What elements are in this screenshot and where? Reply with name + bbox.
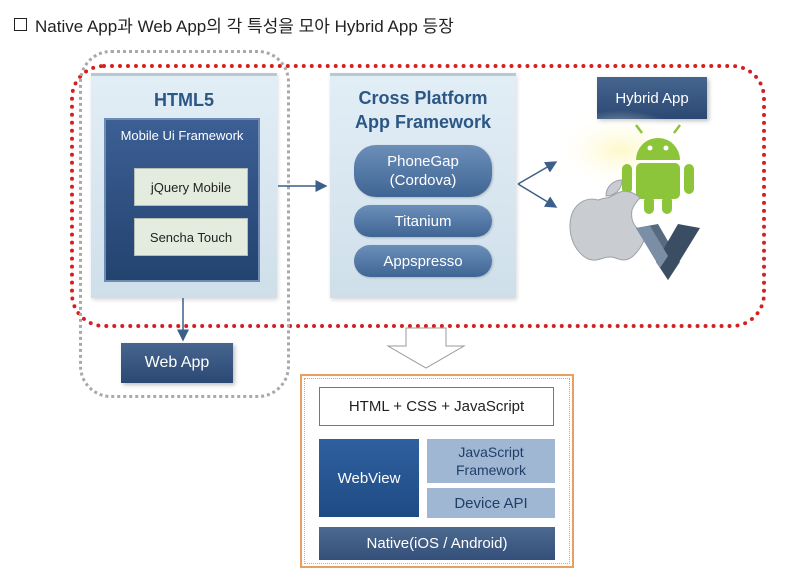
js-framework-label-1: JavaScript bbox=[458, 444, 524, 460]
web-app-label: Web App bbox=[144, 354, 210, 371]
device-api-box: Device API bbox=[427, 488, 555, 518]
js-framework-box: JavaScript Framework bbox=[427, 439, 555, 483]
checkbox-bullet-icon bbox=[14, 18, 27, 31]
html5-region bbox=[79, 50, 290, 398]
heading-text: Native App과 Web App의 각 특성을 모아 Hybrid App… bbox=[35, 17, 454, 36]
mobile-ui-framework-box: Mobile Ui Framework jQuery Mobile Sencha… bbox=[104, 118, 260, 282]
down-arrow-icon bbox=[386, 327, 466, 369]
xamarin-icon bbox=[636, 224, 700, 280]
appspresso-pill: Appspresso bbox=[354, 245, 492, 277]
titanium-pill: Titanium bbox=[354, 205, 492, 237]
native-label: Native(iOS / Android) bbox=[366, 535, 508, 552]
hybrid-app-region bbox=[70, 64, 766, 328]
js-framework-label-2: Framework bbox=[455, 462, 526, 478]
crossplatform-to-ios-arrow bbox=[517, 183, 558, 208]
sencha-touch-label: Sencha Touch bbox=[149, 229, 233, 245]
html-css-js-box: HTML + CSS + JavaScript bbox=[319, 387, 554, 426]
webview-label: WebView bbox=[337, 469, 401, 487]
hybrid-app-label: Hybrid App bbox=[615, 89, 689, 107]
android-icon bbox=[622, 124, 694, 214]
titanium-label: Titanium bbox=[394, 212, 452, 230]
webview-box: WebView bbox=[319, 439, 419, 517]
html5-title: HTML5 bbox=[154, 90, 214, 110]
web-app-box: Web App bbox=[121, 343, 233, 383]
sencha-touch-box: Sencha Touch bbox=[134, 218, 248, 256]
apple-icon bbox=[569, 179, 647, 261]
phonegap-pill: PhoneGap (Cordova) bbox=[354, 145, 492, 197]
cross-platform-title-2: App Framework bbox=[354, 112, 492, 132]
cross-platform-title-1: Cross Platform bbox=[358, 88, 488, 108]
crossplatform-to-android-arrow bbox=[517, 161, 558, 185]
jquery-mobile-box: jQuery Mobile bbox=[134, 168, 248, 206]
appspresso-label: Appspresso bbox=[383, 252, 463, 270]
mobile-ui-framework-title: Mobile Ui Framework bbox=[120, 128, 244, 143]
phonegap-label: PhoneGap bbox=[387, 153, 459, 170]
cordova-label: (Cordova) bbox=[389, 172, 457, 189]
html-css-js-label: HTML + CSS + JavaScript bbox=[348, 398, 525, 415]
heading: Native App과 Web App의 각 특성을 모아 Hybrid App… bbox=[14, 12, 454, 37]
jquery-mobile-label: jQuery Mobile bbox=[150, 179, 232, 195]
hybrid-app-stack-frame bbox=[300, 374, 574, 568]
native-box: Native(iOS / Android) bbox=[319, 527, 555, 560]
stack-frame-inner-border bbox=[304, 378, 570, 564]
device-api-label: Device API bbox=[454, 494, 528, 512]
